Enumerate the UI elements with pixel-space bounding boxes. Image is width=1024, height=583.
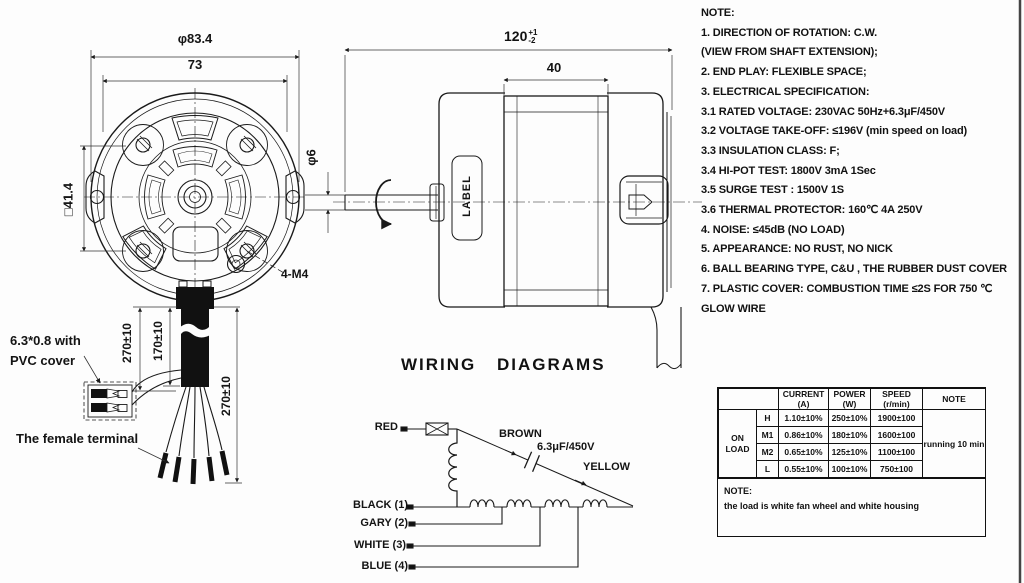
header-blank [718, 388, 779, 410]
footnote-text: the load is white fan wheel and white ho… [724, 501, 920, 511]
notes-line: 3. ELECTRICAL SPECIFICATION: [701, 85, 870, 98]
capacitor-label: 6.3μF/450V [537, 441, 595, 453]
dim-length-120: 120 +1 -2 [504, 29, 537, 45]
on-load-line2: LOAD [725, 443, 750, 454]
notes-line: 3.4 HI-POT TEST: 1800V 3mA 1Sec [701, 164, 876, 177]
row-key: L [756, 460, 779, 478]
dim-square-41: □41.4 [60, 182, 76, 217]
wire-label-brown: BROWN [499, 428, 542, 440]
cable-assembly [83, 280, 242, 485]
female-terminals [157, 450, 230, 485]
cell-speed: 1900±100 [870, 409, 923, 427]
cell-speed: 1100±100 [870, 443, 923, 461]
dim-length-tol-plus: +1 [528, 28, 538, 37]
table-footnote: NOTE: the load is white fan wheel and wh… [718, 478, 985, 536]
header-speed: SPEED (r/min) [870, 388, 923, 410]
cell-power: 100±10% [828, 460, 871, 478]
table-row: ON LOAD H 1.10±10% 250±10% 1900±100 runn… [718, 409, 986, 478]
notes-line: 3.2 VOLTAGE TAKE-OFF: ≤196V (min speed o… [701, 125, 968, 138]
vents [122, 115, 268, 270]
wire-label-black: BLACK (1) [353, 499, 408, 511]
dim-270-right: 270±10 [219, 376, 233, 416]
cell-power: 125±10% [828, 443, 871, 461]
dim-length-value: 120 [504, 28, 528, 44]
table-header-row: CURRENT (A) POWER (W) SPEED (r/min) NOTE [718, 388, 986, 410]
dim-270-left: 270±10 [120, 323, 134, 363]
dim-shaft-diameter: φ6 [303, 149, 319, 166]
front-view [84, 88, 306, 310]
notes-line: 1. DIRECTION OF ROTATION: C.W. [701, 26, 877, 39]
cell-current: 0.86±10% [778, 426, 829, 444]
cell-speed: 750±100 [870, 460, 923, 478]
side-view [333, 92, 702, 370]
notes-line: (VIEW FROM SHAFT EXTENSION); [701, 46, 878, 59]
table-row: L 0.55±10% 100±10% 750±100 [719, 460, 986, 478]
wire-label-yellow: YELLOW [583, 461, 631, 473]
cell-power: 250±10% [828, 409, 871, 427]
cell-current: 0.65±10% [778, 443, 829, 461]
front-view-dimensions [80, 50, 345, 252]
notes-line: NOTE: [701, 7, 735, 19]
wire-label-red: RED [374, 421, 398, 433]
row-key: H [756, 409, 779, 427]
side-view-dimensions [344, 47, 673, 192]
label-4-m4: 4-M4 [281, 267, 309, 281]
footnote-title: NOTE: [724, 486, 752, 496]
header-power: POWER (W) [828, 388, 871, 410]
dim-outer-diameter: φ83.4 [177, 31, 213, 46]
wiring-diagrams-title: WIRING DIAGRAMS [401, 355, 606, 374]
notes-line: 3.3 INSULATION CLASS: F; [701, 144, 840, 157]
table-row: M2 0.65±10% 125±10% 1100±100 [719, 443, 986, 461]
dim-stator-40: 40 [546, 60, 562, 75]
wire-label-white: WHITE (3) [354, 539, 406, 551]
pvc-cover-label-line1: 6.3*0.8 with [10, 333, 81, 348]
notes-line: 2. END PLAY: FLEXIBLE SPACE; [701, 66, 867, 79]
cell-current: 1.10±10% [778, 409, 829, 427]
notes-line: 5. APPEARANCE: NO RUST, NO NICK [701, 243, 893, 256]
notes-line: 6. BALL BEARING TYPE, C&U , THE RUBBER D… [701, 263, 1007, 276]
wire-label-gary: GARY (2) [360, 517, 408, 529]
cell-power: 180±10% [828, 426, 871, 444]
capacitor-symbol [523, 451, 541, 472]
arc-slots [144, 146, 246, 220]
row-key: M1 [756, 426, 779, 444]
dim-length-tol-minus: -2 [528, 36, 536, 45]
note-cell: running 10 min [922, 409, 986, 478]
wire-label-blue: BLUE (4) [361, 560, 408, 572]
screws [135, 135, 257, 259]
notes-block: NOTE: 1. DIRECTION OF ROTATION: C.W. (VI… [701, 4, 1023, 319]
female-terminal-label: The female terminal [16, 431, 139, 446]
wiring-diagram [400, 422, 634, 570]
notes-line: 7. PLASTIC COVER: COMBUSTION TIME ≤2S FO… [701, 282, 993, 295]
cell-speed: 1600±100 [870, 426, 923, 444]
spec-table: CURRENT (A) POWER (W) SPEED (r/min) NOTE… [717, 387, 986, 537]
notes-line: 4. NOISE: ≤45dB (NO LOAD) [701, 223, 845, 236]
main-winding-coil [448, 429, 458, 507]
cell-current: 0.55±10% [778, 460, 829, 478]
header-current: CURRENT (A) [778, 388, 829, 410]
header-note: NOTE [922, 388, 986, 410]
label-plate [451, 155, 483, 241]
on-load-cell: ON LOAD [718, 409, 757, 478]
speed-tap-coils [469, 499, 608, 508]
pvc-cover-label-line2: PVC cover [10, 353, 76, 368]
row-key: M2 [756, 443, 779, 461]
notes-line: 3.1 RATED VOLTAGE: 230VAC 50Hz+6.3μF/450… [701, 105, 945, 118]
notes-line: 3.5 SURGE TEST : 1500V 1S [701, 184, 844, 197]
label-plate-text: LABEL [461, 175, 473, 217]
dim-170: 170±10 [151, 321, 165, 361]
diagonal-ticks [158, 160, 232, 234]
notes-line: GLOW WIRE [701, 302, 766, 315]
spade-terminals [91, 388, 128, 413]
notes-line: 3.6 THERMAL PROTECTOR: 160℃ 4A 250V [701, 204, 923, 217]
on-load-line1: ON [731, 432, 744, 443]
dim-width-73: 73 [187, 57, 203, 72]
